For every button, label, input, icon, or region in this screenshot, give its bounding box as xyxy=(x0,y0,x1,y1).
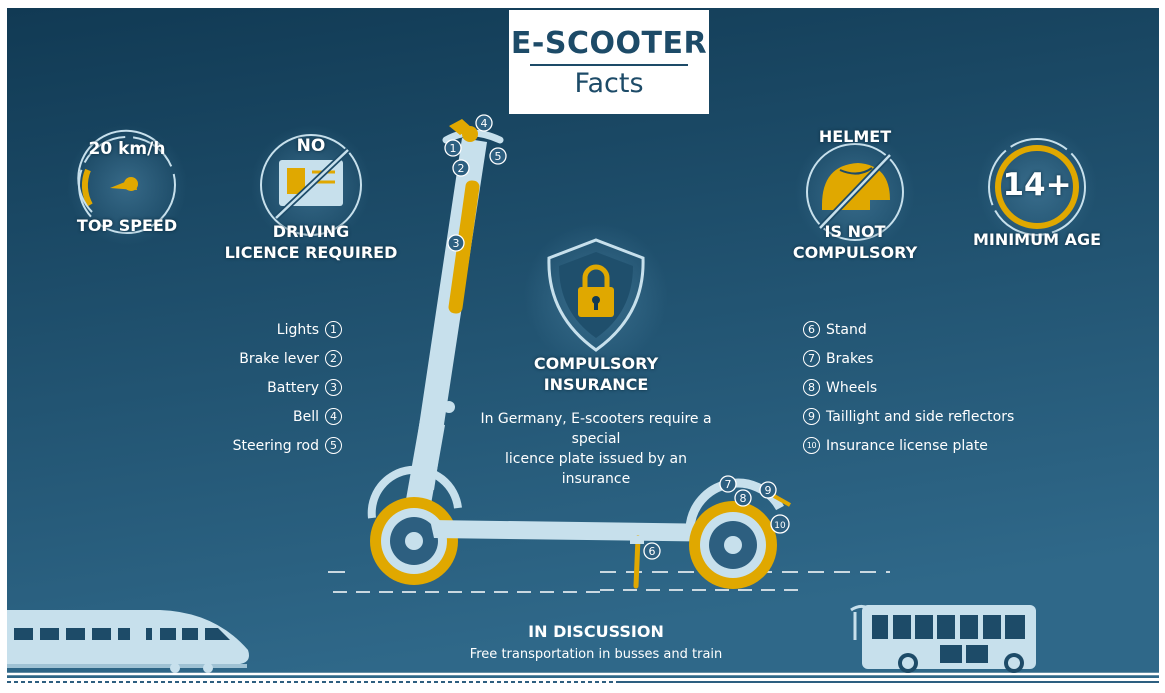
part-number: 5 xyxy=(325,437,342,454)
marker-7: 7 xyxy=(719,475,737,493)
insurance-desc-line1: In Germany, E-scooters require a special xyxy=(480,411,712,447)
helmet-top-label: HELMET xyxy=(818,127,892,146)
title-divider xyxy=(530,63,688,66)
helmet-icon xyxy=(795,132,915,252)
marker-9: 9 xyxy=(759,481,777,499)
part-number: 6 xyxy=(803,321,820,338)
shield-lock-icon xyxy=(524,223,668,367)
part-label: Battery xyxy=(267,379,319,396)
part-label: Brake lever xyxy=(239,350,319,367)
list-item: Lights 1 xyxy=(178,315,342,344)
marker-4: 4 xyxy=(475,114,493,132)
title-main: E-SCOOTER xyxy=(510,25,708,61)
part-label: Wheels xyxy=(826,379,878,396)
age-label: MINIMUM AGE xyxy=(972,230,1102,249)
driving-licence-icon xyxy=(251,125,371,245)
part-number: 10 xyxy=(803,437,820,454)
marker-6: 6 xyxy=(643,542,661,560)
part-markers: 4 1 2 5 3 6 7 8 9 10 xyxy=(444,114,790,560)
list-item: 9 Taillight and side reflectors xyxy=(803,402,1043,431)
svg-text:3: 3 xyxy=(453,237,460,250)
top-speed-label: TOP SPEED xyxy=(76,216,178,235)
age-value: 14+ xyxy=(1002,167,1072,203)
part-number: 4 xyxy=(325,408,342,425)
list-item: Bell 4 xyxy=(178,402,342,431)
marker-5: 5 xyxy=(489,147,507,165)
svg-text:2: 2 xyxy=(458,162,465,175)
marker-10: 10 xyxy=(770,514,790,534)
list-item: 8 Wheels xyxy=(803,373,1043,402)
svg-text:6: 6 xyxy=(649,545,656,558)
age-badge-icon xyxy=(977,127,1097,247)
parts-list-right: 6 Stand 7 Brakes 8 Wheels 9 Taillight and si… xyxy=(803,315,1043,460)
marker-2: 2 xyxy=(452,159,470,177)
title-box: E-SCOOTER Facts xyxy=(509,10,709,114)
marker-1: 1 xyxy=(444,139,462,157)
part-number: 8 xyxy=(803,379,820,396)
part-label: Steering rod xyxy=(232,437,319,454)
insurance-desc-line2: licence plate issued by an insurance xyxy=(504,451,687,487)
train-illustration xyxy=(7,610,249,673)
list-item: Steering rod 5 xyxy=(178,431,342,460)
insurance-line2: INSURANCE xyxy=(543,375,649,394)
title-sub: Facts xyxy=(574,67,644,99)
helmet-line1: IS NOT xyxy=(824,222,886,241)
part-label: Stand xyxy=(826,321,867,338)
list-item: Brake lever 2 xyxy=(178,344,342,373)
discussion-description: Free transportation in busses and train xyxy=(469,647,723,662)
speedometer-icon xyxy=(67,125,187,245)
list-item: 7 Brakes xyxy=(803,344,1043,373)
licence-top-label: NO xyxy=(296,136,326,156)
bus-illustration xyxy=(850,604,1036,673)
part-label: Insurance license plate xyxy=(826,437,988,454)
part-number: 1 xyxy=(325,321,342,338)
svg-text:8: 8 xyxy=(740,492,747,505)
svg-text:4: 4 xyxy=(481,117,488,130)
insurance-description: In Germany, E-scooters require a special… xyxy=(470,409,722,489)
svg-text:9: 9 xyxy=(765,484,772,497)
part-label: Brakes xyxy=(826,350,874,367)
part-number: 7 xyxy=(803,350,820,367)
part-number: 3 xyxy=(325,379,342,396)
part-label: Bell xyxy=(293,408,319,425)
part-label: Lights xyxy=(276,321,319,338)
part-label: Taillight and side reflectors xyxy=(826,408,1015,425)
list-item: Battery 3 xyxy=(178,373,342,402)
marker-8: 8 xyxy=(734,489,752,507)
svg-text:1: 1 xyxy=(450,142,457,155)
helmet-line2: COMPULSORY xyxy=(792,243,918,262)
insurance-line1: COMPULSORY xyxy=(533,354,659,373)
marker-3: 3 xyxy=(447,234,465,252)
svg-text:10: 10 xyxy=(774,521,786,531)
parts-list-left: Lights 1 Brake lever 2 Battery 3 Bell 4 Stee… xyxy=(178,315,342,460)
discussion-title: IN DISCUSSION xyxy=(528,622,664,641)
svg-text:5: 5 xyxy=(495,150,502,163)
top-speed-value: 20 km/h xyxy=(88,139,166,159)
licence-line1: DRIVING xyxy=(272,222,350,241)
part-number: 2 xyxy=(325,350,342,367)
scooter-illustration xyxy=(367,119,791,589)
part-number: 9 xyxy=(803,408,820,425)
svg-text:7: 7 xyxy=(725,478,732,491)
list-item: 6 Stand xyxy=(803,315,1043,344)
list-item: 10 Insurance license plate xyxy=(803,431,1043,460)
licence-line2: LICENCE REQUIRED xyxy=(224,243,398,262)
